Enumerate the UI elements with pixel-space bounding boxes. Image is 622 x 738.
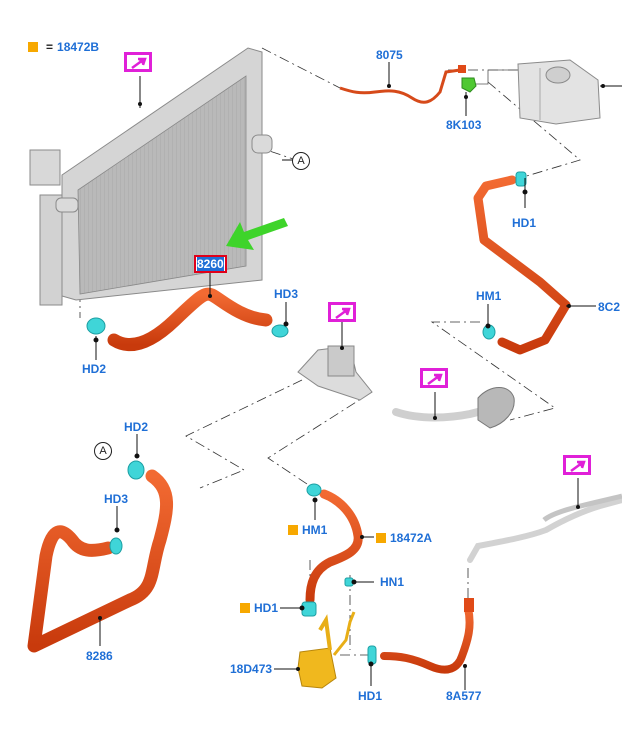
green-arrow-icon xyxy=(226,218,288,250)
reference-a-callout-lower: A xyxy=(94,442,112,460)
radiator xyxy=(29,47,273,306)
clamp-label-hd1-mid[interactable]: HD1 xyxy=(240,601,278,615)
arrow-up-right-icon xyxy=(570,460,586,473)
legend: =18472B xyxy=(28,40,99,54)
clamp-label-hd3-left[interactable]: HD3 xyxy=(104,492,129,506)
clamp-hd3-left xyxy=(109,537,123,555)
clamp-hd3-top xyxy=(271,324,289,338)
heater-pipe-info-button[interactable] xyxy=(563,455,591,475)
part-label-8286[interactable]: 8286 xyxy=(86,649,113,663)
clamp-label-hm1-right[interactable]: HM1 xyxy=(476,289,502,303)
part-label-18D473[interactable]: 18D473 xyxy=(230,662,273,676)
thermostat-info-button[interactable] xyxy=(328,302,356,322)
clamp-label-hd2-top[interactable]: HD2 xyxy=(82,362,107,376)
aux-water-pump-18D473 xyxy=(274,611,356,689)
part-label-8A577[interactable]: 8A577 xyxy=(446,689,482,703)
clamp-hd1-bottom xyxy=(367,645,377,665)
turbo-pipe-info-button[interactable] xyxy=(420,368,448,388)
clamp-hd2-left xyxy=(127,460,145,480)
orange-square-icon xyxy=(376,533,386,543)
clamp-label-hd2-left[interactable]: HD2 xyxy=(124,420,149,434)
arrow-up-right-icon xyxy=(335,307,351,320)
arrow-up-right-icon xyxy=(131,57,147,70)
thermostat-housing xyxy=(297,322,373,401)
clamp-label-hd1-right[interactable]: HD1 xyxy=(512,216,537,230)
orange-square-icon xyxy=(288,525,298,535)
hose-8260 xyxy=(107,270,273,352)
clamps xyxy=(86,171,527,665)
leader-lines xyxy=(93,159,528,686)
hose-8C2 xyxy=(473,175,596,355)
heater-pipe xyxy=(467,478,622,563)
clamp-label-hd1-bottom[interactable]: HD1 xyxy=(358,689,383,703)
overflow-hose-8075 xyxy=(339,62,466,104)
hose-18472A xyxy=(305,489,374,605)
connector-8K103 xyxy=(461,69,518,116)
reference-a-callout-upper: A xyxy=(292,152,310,170)
arrow-up-right-icon xyxy=(427,373,443,386)
clamp-hm1-mid xyxy=(306,483,322,497)
clamp-hd2-top xyxy=(86,317,106,335)
hose-8286 xyxy=(27,469,174,653)
part-label-8C2[interactable]: 8C2 xyxy=(598,300,621,314)
turbo-coolant-pipe xyxy=(392,387,515,429)
expansion-tank xyxy=(517,59,622,125)
legend-part-number: 18472B xyxy=(57,40,100,54)
radiator-info-button[interactable] xyxy=(124,52,152,72)
clamp-label-hm1-mid[interactable]: HM1 xyxy=(288,523,327,537)
part-label-8260-highlighted[interactable]: 8260 xyxy=(194,255,227,273)
clamp-label-hd3-top[interactable]: HD3 xyxy=(274,287,299,301)
orange-square-icon xyxy=(28,42,38,52)
hose-8A577 xyxy=(380,598,474,690)
orange-square-icon xyxy=(240,603,250,613)
clamp-label-hn1[interactable]: HN1 xyxy=(380,575,405,589)
part-label-18472A[interactable]: 18472A xyxy=(376,531,432,545)
clamp-hd1-right xyxy=(515,171,527,187)
part-label-8K103[interactable]: 8K103 xyxy=(446,118,482,132)
part-label-8075[interactable]: 8075 xyxy=(376,48,403,62)
